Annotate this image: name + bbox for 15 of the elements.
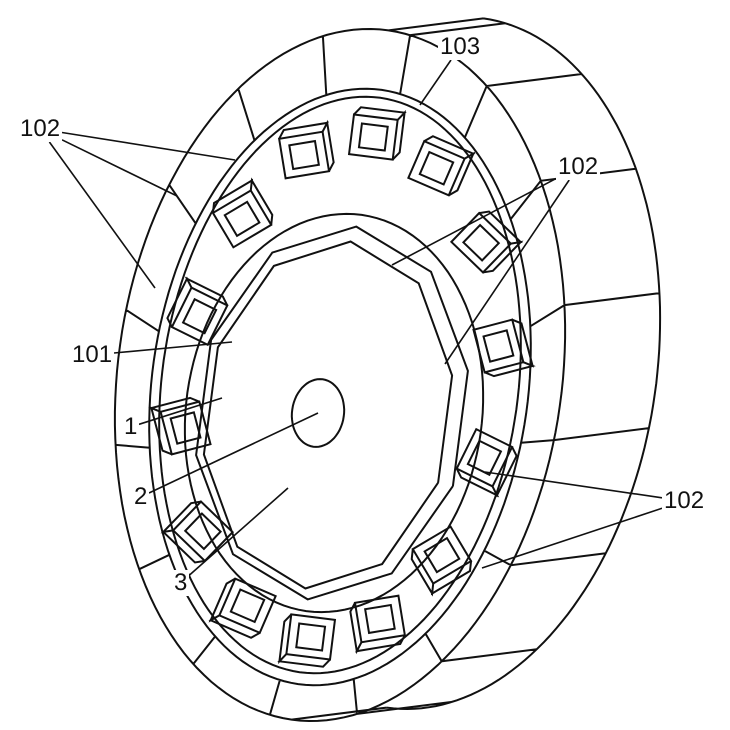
leader-line [62,139,178,197]
leader-line [444,180,570,364]
leader-line [62,132,236,161]
leader-line [484,471,662,499]
leader-line [138,397,222,426]
callout-number: 103 [438,34,482,60]
leader-line [392,178,556,266]
callout-number: 102 [556,154,600,180]
callout-number: 3 [172,570,190,596]
leader-line [188,487,289,576]
leader-line [482,508,662,569]
leader-line [148,412,318,494]
leader-line [114,341,232,354]
leader-line [48,142,156,288]
leader-line [419,60,452,106]
